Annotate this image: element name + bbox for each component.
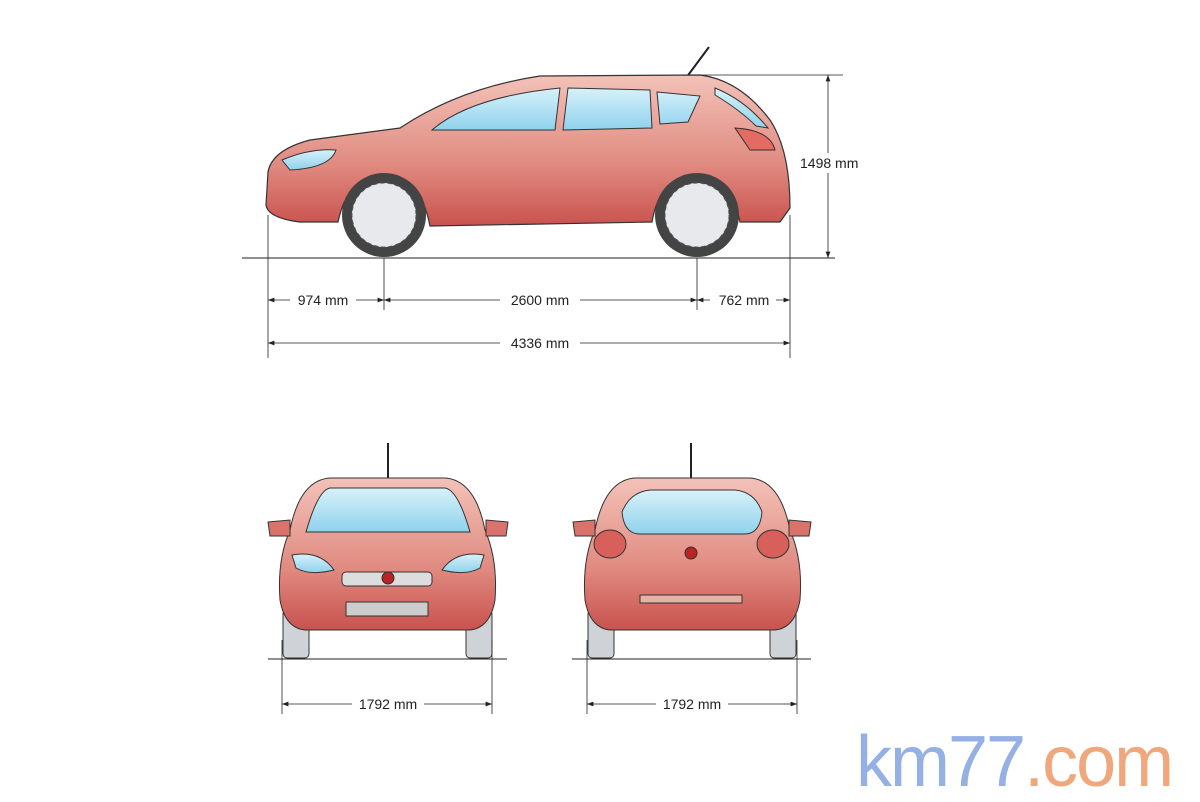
watermark-part1: km77 [856,722,1026,802]
rear-mirrors [572,519,812,537]
rear-width-label: 1792 mm [663,696,721,712]
headlights [291,553,485,574]
antenna [685,46,710,79]
mirrors [267,519,509,537]
rear-view [572,443,812,660]
taillight-left [593,529,627,559]
wheelbase-label: 2600 mm [511,292,569,308]
taillight [734,127,776,151]
side-dimension-labels: 1498 mm 974 mm 2600 mm 762 mm 4336 mm [290,153,868,353]
length-label: 4336 mm [511,335,569,351]
rear-window [621,489,763,535]
front-view [267,443,509,660]
taillight-right [756,529,790,559]
km77-watermark: km77.com [856,726,1174,798]
front-width-label: 1792 mm [359,696,417,712]
side-windows [430,87,770,131]
headlight [281,149,337,171]
front-overhang-label: 974 mm [298,292,349,308]
height-label: 1498 mm [800,155,858,171]
windshield [305,487,471,533]
watermark-part2: .com [1024,722,1174,802]
rear-overhang-label: 762 mm [719,292,770,308]
side-view [242,46,835,259]
